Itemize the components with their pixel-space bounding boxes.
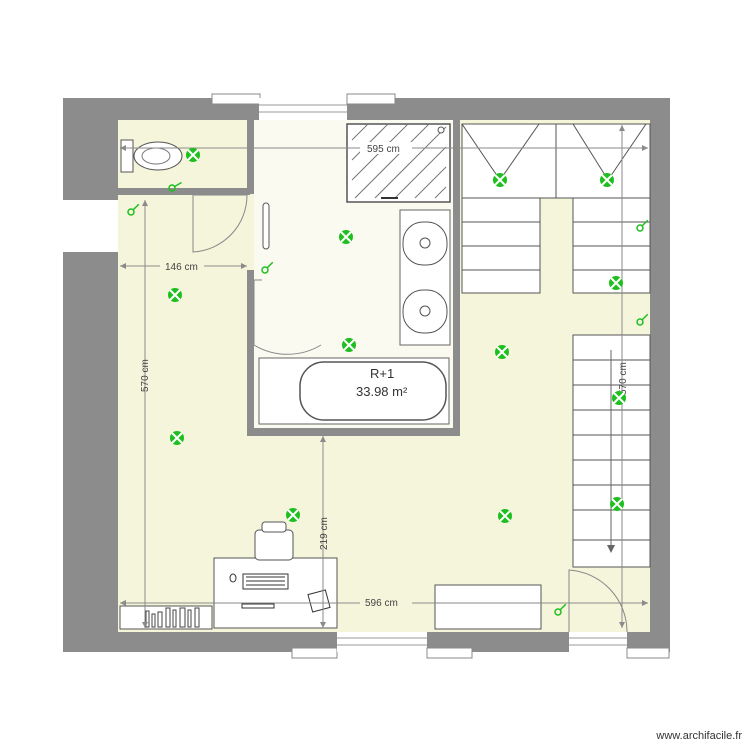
sink-1: [419, 237, 431, 249]
window-bottom-corner: [626, 647, 670, 659]
entrance-door: [568, 569, 628, 633]
ceiling-light-icon: [610, 497, 624, 511]
wc-wall-right: [247, 120, 254, 194]
ceiling-light-icon: [612, 391, 626, 405]
room-area: 33.98 m²: [356, 384, 408, 399]
ceiling-light-icon: [186, 148, 200, 162]
ceiling-light-icon: [342, 338, 356, 352]
desk: [213, 557, 338, 629]
light-switch-icon: [127, 203, 140, 216]
window-bottom-mid: [337, 632, 427, 652]
ceiling-light-icon: [493, 173, 507, 187]
bathtub: [299, 361, 447, 421]
dimension-wc-width: 146 cm: [165, 262, 198, 273]
bathroom-door: [253, 280, 322, 355]
toilet-cistern: [120, 139, 134, 173]
window-bottom-far-right: [569, 632, 627, 652]
door-opening-top: [259, 98, 347, 120]
dimension-bottom-width: 596 cm: [365, 598, 398, 609]
bathroom-wall-bottom: [247, 428, 458, 436]
window-left: [63, 200, 118, 252]
sink-2: [419, 305, 431, 317]
light-switch-icon: [636, 219, 649, 232]
wc-wall-bottom: [118, 188, 250, 195]
ceiling-light-icon: [495, 345, 509, 359]
light-switch-icon: [261, 261, 274, 274]
ceiling-light-icon: [339, 230, 353, 244]
desk-chair: [254, 529, 294, 561]
ceiling-light-icon: [170, 431, 184, 445]
light-switch-icon: [636, 313, 649, 326]
watermark: www.archifacile.fr: [656, 730, 742, 742]
light-switch-icon: [554, 603, 567, 616]
room-name: R+1: [370, 366, 394, 381]
towel-radiator: [262, 202, 270, 250]
dimension-left-height: 570 cm: [140, 359, 151, 392]
monitor-base: [241, 603, 275, 609]
window-top-right: [346, 93, 396, 105]
mouse: [229, 573, 237, 583]
ceiling-light-icon: [286, 508, 300, 522]
dimension-right-height: 570 cm: [618, 362, 629, 395]
ceiling-light-icon: [168, 288, 182, 302]
ceiling-light-icon: [498, 509, 512, 523]
window-top-left: [211, 93, 261, 105]
bathroom-wall-left: [247, 270, 254, 436]
ceiling-light-icon: [600, 173, 614, 187]
dimension-top-width: 595 cm: [367, 144, 400, 155]
window-bottom-left: [291, 647, 338, 659]
ceiling-light-icon: [609, 276, 623, 290]
dimension-bath-clearance: 219 cm: [319, 517, 330, 550]
bathroom-wall-right: [453, 120, 460, 436]
papers: [307, 589, 331, 613]
window-bottom-right: [426, 647, 473, 659]
shower-drain: [437, 126, 445, 134]
sideboard: [434, 584, 542, 630]
light-switch-icon: [168, 181, 182, 192]
wc-door: [192, 194, 248, 253]
